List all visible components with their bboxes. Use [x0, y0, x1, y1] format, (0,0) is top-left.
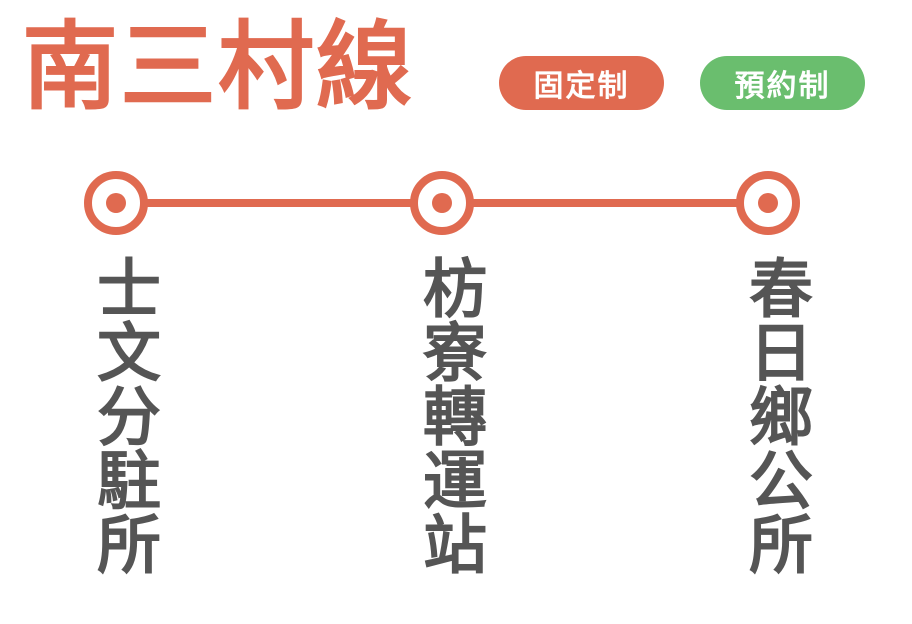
stop-marker-dot	[758, 193, 778, 213]
route-title: 南三村線	[22, 11, 414, 123]
stop-marker-3	[736, 171, 800, 235]
stop-marker-dot	[106, 193, 126, 213]
stop-name-2: 枋寮轉運站	[412, 255, 486, 575]
stop-marker-2	[410, 171, 474, 235]
fixed-schedule-badge: 固定制	[499, 56, 664, 110]
stop-name-3: 春日鄉公所	[738, 255, 812, 575]
stop-marker-dot	[432, 193, 452, 213]
reservation-badge: 預約制	[700, 56, 865, 110]
stop-name-1: 士文分駐所	[86, 255, 160, 575]
stop-marker-1	[84, 171, 148, 235]
